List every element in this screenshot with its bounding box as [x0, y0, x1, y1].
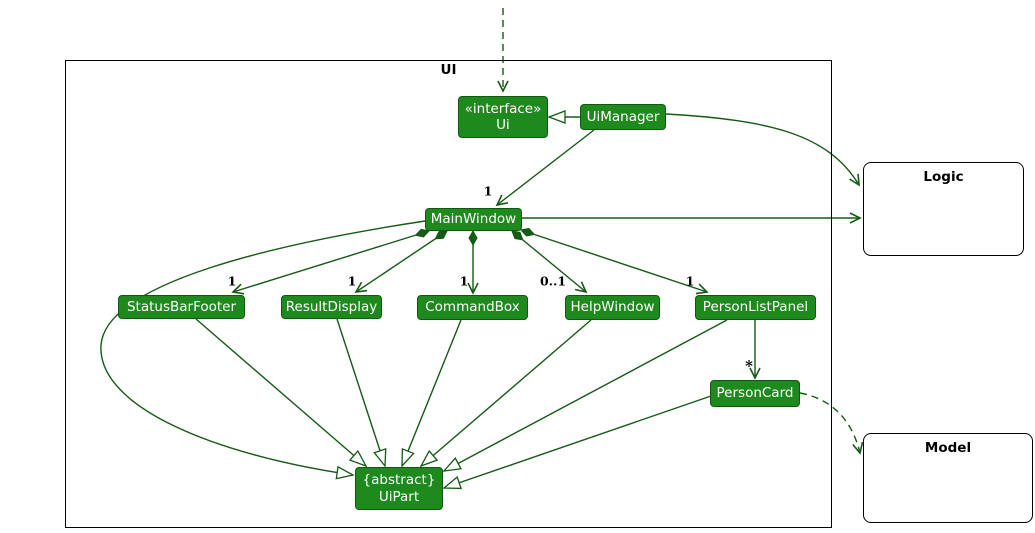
- edge-helpwindow-extends-uipart: [419, 319, 592, 468]
- class-statusbarfooter-name: StatusBarFooter: [126, 298, 237, 315]
- class-uipart-modifier: {abstract}: [362, 472, 436, 489]
- class-personlistpanel-name: PersonListPanel: [702, 299, 809, 316]
- multiplicity-personcard: *: [745, 357, 753, 375]
- multiplicity-resultdisplay: 1: [347, 273, 357, 289]
- class-uipart-name: UiPart: [378, 488, 420, 505]
- class-commandbox: CommandBox: [417, 295, 528, 320]
- class-uimanager-name: UiManager: [586, 108, 660, 125]
- class-uimanager: UiManager: [580, 104, 666, 130]
- logic-component-label: Logic: [923, 169, 964, 185]
- edge-personcard-extends-uipart: [442, 395, 712, 490]
- class-personlistpanel: PersonListPanel: [695, 295, 816, 320]
- class-uipart: {abstract} UiPart: [355, 467, 443, 510]
- class-resultdisplay: ResultDisplay: [281, 295, 382, 319]
- multiplicity-mainwindow: 1: [483, 183, 493, 199]
- class-helpwindow: HelpWindow: [565, 295, 660, 320]
- class-personcard: PersonCard: [710, 380, 800, 407]
- class-personcard-name: PersonCard: [716, 385, 794, 402]
- class-ui-interface-stereotype: «interface»: [464, 100, 542, 117]
- edge-mainwindow-extends-uipart: [100, 220, 426, 480]
- ui-frame-label: UI: [440, 62, 457, 78]
- class-ui-interface-name: Ui: [496, 117, 510, 133]
- ui-frame: UI: [65, 60, 832, 528]
- multiplicity-commandbox: 1: [459, 273, 469, 289]
- edge-statusbarfooter-extends-uipart: [195, 318, 368, 468]
- class-commandbox-name: CommandBox: [425, 299, 520, 316]
- logic-component: Logic: [863, 162, 1024, 256]
- class-helpwindow-name: HelpWindow: [570, 299, 655, 316]
- class-mainwindow: MainWindow: [425, 208, 522, 231]
- class-resultdisplay-name: ResultDisplay: [285, 298, 378, 315]
- class-statusbarfooter: StatusBarFooter: [118, 295, 245, 319]
- edge-uimanager-to-mainwindow: [495, 129, 595, 207]
- class-mainwindow-name: MainWindow: [430, 211, 517, 228]
- edge-mainwindow-resultdisplay: [354, 230, 448, 293]
- edge-resultdisplay-extends-uipart: [336, 318, 387, 468]
- class-ui-interface: «interface» Ui: [458, 96, 548, 138]
- model-component-label: Model: [924, 440, 972, 456]
- multiplicity-personlistpanel: 1: [685, 273, 695, 289]
- model-component: Model: [863, 433, 1033, 523]
- edge-mainwindow-personlistpanel: [520, 227, 709, 295]
- multiplicity-statusbarfooter: 1: [227, 273, 237, 289]
- edge-commandbox-extends-uipart: [401, 319, 462, 468]
- edge-personlistpanel-extends-uipart: [442, 319, 728, 472]
- edge-uimanager-to-logic: [665, 113, 860, 187]
- multiplicity-helpwindow: 0..1: [539, 273, 567, 289]
